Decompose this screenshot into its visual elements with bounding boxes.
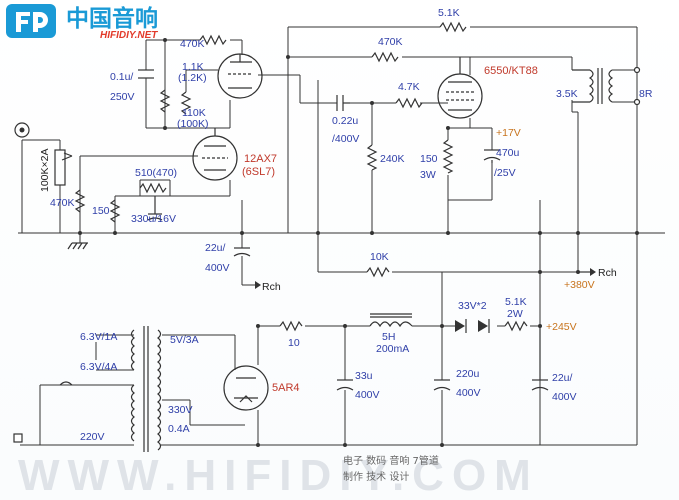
label-tube-v2: 6550/KT88 [484,65,538,77]
label-r-1k1-alt: (1.2K) [178,72,207,84]
rch-arrow-right [578,268,596,276]
logo: 中国音响 HIFIDIY.NET [6,4,158,41]
label-r-10k: 10K [370,251,389,263]
watermark: WWW.HIFIDIY.COM [18,451,539,500]
logo-f-icon [16,12,30,32]
tube-v1-lower [192,128,238,181]
bottom-note-line2: 制作 技术 设计 [343,470,409,483]
label-r-5k1-2w: 5.1K [505,296,527,308]
label-ot-primary: 3.5K [556,88,578,100]
label-r-150-3w: 150 [420,153,438,165]
label-c-22u: 22u/ [205,242,226,254]
label-c-22u-b: 22u/ [552,372,573,384]
label-v-plus245: +245V [546,321,577,333]
resistor-1k1 [180,91,192,115]
label-r-5k1-top: 5.1K [438,7,460,19]
label-tube-v1: 12AX7 [244,153,277,165]
label-r-510: 510(470) [135,167,177,179]
label-pt-04a: 0.4A [168,423,190,435]
label-r-470k-a: 470K [180,38,205,50]
label-vol-pot: 100K×2A [39,149,51,193]
bottom-note-line1: 电子 数码 音响 7管道 [343,454,439,467]
power-transformer [130,326,162,452]
resistor-240k [366,144,378,171]
label-pt-5v-3a: 5V/3A [170,334,199,346]
resistor-470k-left [199,34,227,46]
capacitors [138,69,549,391]
resistors [74,21,528,332]
logo-cn-text: 中国音响 [66,5,158,32]
label-pt-63v-1a: 6.3V/1A [80,331,117,343]
label-mains: 220V [80,431,105,443]
zener-diodes [455,319,490,333]
label-r-110k: 110K [182,107,206,119]
rch-arrow-left [255,281,261,289]
label-r-240k: 240K [380,153,405,165]
resistor-150-3w [442,139,454,174]
label-v-plus380: +380V [564,279,595,291]
label-c-022u: 0.22u [332,115,358,127]
resistor-470k-input [74,189,86,213]
label-c-33u: 33u [355,370,373,382]
input-jack [14,122,30,138]
tube-5ar4 [223,365,269,411]
output-transformer [572,66,641,106]
resistor-10 [279,320,303,332]
label-r-10: 10 [288,337,300,349]
volume-pot [54,149,73,186]
label-r-470k-b: 470K [378,36,403,48]
label-r-150-k: 150 [92,205,110,217]
label-r-4k7: 4.7K [398,81,420,93]
logo-badge [6,4,56,38]
label-rch-left: Rch [262,281,281,293]
junctions [78,38,639,447]
logo-d-icon [33,12,48,32]
label-c-470u: 470u [496,147,520,159]
label-c-01u: 0.1u/ [110,71,133,83]
label-pt-63v-4a: 6.3V/4A [80,361,117,373]
label-r-150-3w-w: 3W [420,169,436,181]
label-c-022u-v: /400V [332,133,359,145]
label-rect-tube: 5AR4 [272,382,300,394]
choke-inductor [369,313,413,328]
label-c-470u-v: /25V [494,167,516,179]
label-v-plus17: +17V [496,127,521,139]
label-c-220u: 220u [456,368,480,380]
label-pt-330v: 330V [168,404,193,416]
label-c-22u-b-v: 400V [552,391,577,403]
tube-v1-upper [217,53,263,99]
label-tube-v1-alt: (6SL7) [242,166,275,178]
label-r-470k-in: 470K [50,197,75,209]
label-c-33u-v: 400V [355,389,380,401]
resistor-10k [366,266,390,278]
label-r-1k1: 1.1K [182,61,204,73]
ground-symbol [67,242,88,250]
resistor-5k1-2w [504,320,528,332]
label-ot-secondary: 8R [639,88,653,100]
label-r-5k1-2w-w: 2W [507,308,523,320]
resistor-4k7 [395,97,423,109]
label-c-330u: 330u/16V [131,213,176,225]
resistor-150-cathode [109,199,121,223]
tube-v2-6550 [437,57,483,119]
label-c-22u-v: 400V [205,262,230,274]
mains-plug [13,381,73,443]
label-rch-right: Rch [598,267,617,279]
logo-en-text: HIFIDIY.NET [100,30,158,41]
resistor-510 [139,182,167,194]
resistor-470k-top [371,51,399,63]
label-c-220u-v: 400V [456,387,481,399]
label-choke: 5H [382,331,395,343]
label-r-110k-alt: (100K) [177,118,209,130]
label-c-01u-v: 250V [110,91,135,103]
wires [18,26,665,446]
label-zener: 33V*2 [458,300,487,312]
label-choke-i: 200mA [376,343,409,355]
resistor-5k1-top [439,21,467,33]
resistor-110k [159,89,171,113]
